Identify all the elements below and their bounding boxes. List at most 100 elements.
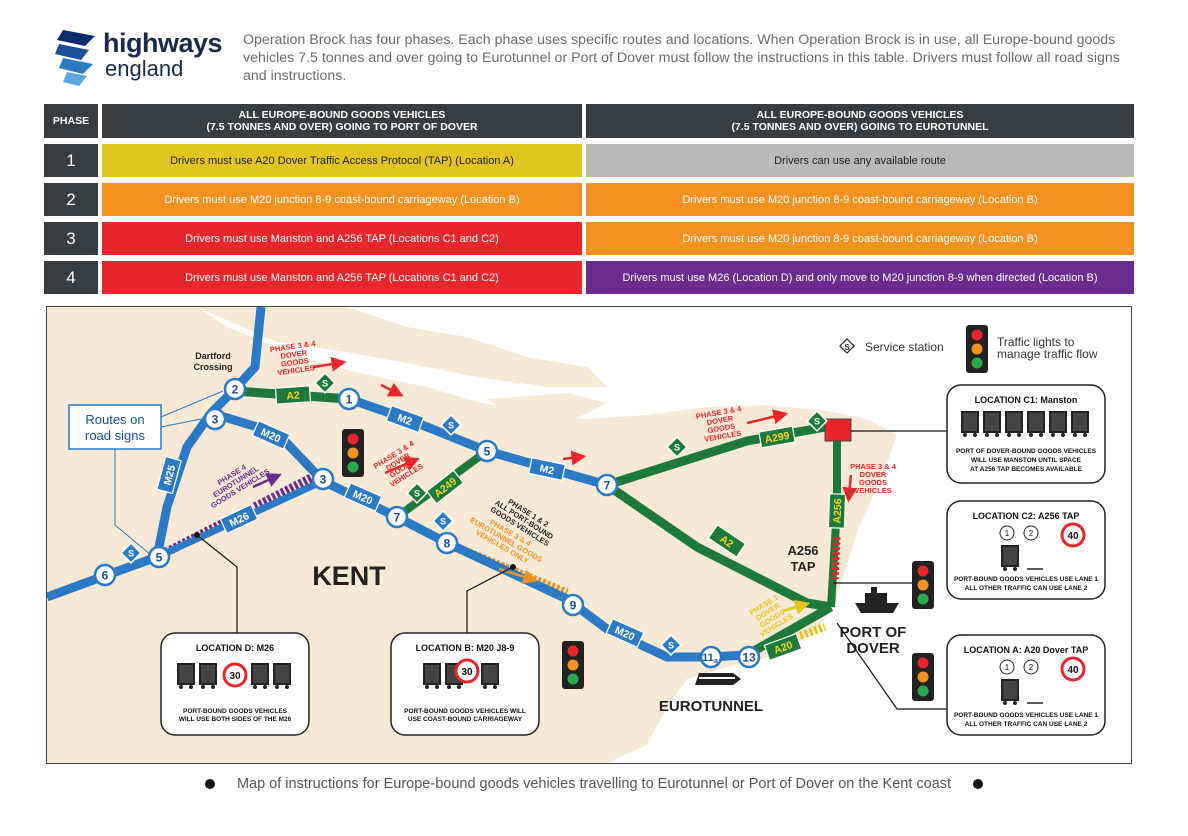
road-shield-a20: A20 <box>763 632 803 662</box>
svg-text:S: S <box>322 379 328 389</box>
speed-limit-value: 40 <box>1067 531 1079 542</box>
kent-label: KENT <box>312 561 386 591</box>
logo-icon <box>55 30 95 86</box>
svg-text:S: S <box>128 549 134 559</box>
junction-j13: 13 <box>737 645 761 669</box>
caption-text: Map of instructions for Europe-bound goo… <box>236 776 952 792</box>
phase-header: PHASE <box>44 104 98 138</box>
dover-instruction: Drivers must use A20 Dover Traffic Acces… <box>102 144 582 177</box>
junction-j1: 1 <box>337 387 361 411</box>
train-icon <box>695 673 741 685</box>
junction-j5-m2: 5 <box>475 439 499 463</box>
routes-box-line2: road signs <box>85 428 145 443</box>
dartford-label-line1: Dartford <box>195 351 231 361</box>
brand-name-line2: england <box>105 56 184 81</box>
junction-j3-m25: 3 <box>203 407 227 431</box>
service-station-icon: S <box>406 482 428 504</box>
dover-header-line2: (7.5 TONNES AND OVER) GOING TO PORT OF D… <box>206 121 478 133</box>
location-title: LOCATION C1: Manston <box>975 395 1078 405</box>
eurotunnel-instruction: Drivers can use any available route <box>586 144 1134 177</box>
service-station-label: Service station <box>865 340 944 354</box>
light-legend-icon <box>966 325 988 373</box>
location-note: PORT OF DOVER-BOUND GOODS VEHICLES <box>956 448 1097 455</box>
lane-number: 2 <box>1029 529 1034 538</box>
junction-number: 8 <box>444 537 451 551</box>
dover-header: ALL EUROPE-BOUND GOODS VEHICLES (7.5 TON… <box>102 104 582 138</box>
caption-bullet-left <box>204 779 215 790</box>
location-note: PORT-BOUND GOODS VEHICLES WILL <box>404 708 526 715</box>
road-shield-m20-c: M20 <box>605 617 645 649</box>
sheppey-island <box>487 393 607 419</box>
annotation-line: PHASE 3 & 4 <box>850 462 897 471</box>
road-label-text: A299 <box>764 430 791 446</box>
annotation-line: VEHICLES <box>854 486 892 495</box>
map-caption: Map of instructions for Europe-bound goo… <box>0 776 1188 792</box>
table-row: 2 Drivers must use M20 junction 8-9 coast… <box>44 183 1134 216</box>
dover-instruction: Drivers must use Manston and A256 TAP (L… <box>102 222 582 255</box>
location-note: ALL OTHER TRAFFIC CAN USE LANE 2 <box>965 721 1088 728</box>
location-note: AT A256 TAP BECOMES AVAILABLE <box>970 466 1083 473</box>
location-title: LOCATION A: A20 Dover TAP <box>964 645 1089 655</box>
junction-number: 7 <box>394 511 401 525</box>
phase-number: 3 <box>44 222 98 255</box>
light-a256-icon <box>912 561 934 609</box>
manston-site <box>824 418 852 442</box>
service-station-icon: S <box>314 372 336 394</box>
a256-tap-band <box>831 536 841 580</box>
road-shield-a299: A299 <box>758 425 796 449</box>
svg-text:S: S <box>440 517 446 527</box>
routes-box-line1: Routes on <box>85 412 144 427</box>
lane-number: 1 <box>1005 529 1010 538</box>
annotation-line: DOVER <box>860 470 887 479</box>
junction-number: 5 <box>156 551 163 565</box>
annotation-line: GOODS <box>859 478 887 487</box>
phase-number: 2 <box>44 183 98 216</box>
location-note: USE COAST-BOUND CARRIAGEWAY <box>408 716 523 723</box>
svg-text:S: S <box>668 641 674 651</box>
junction-j5-m25: 5 <box>147 545 171 569</box>
service-station-icon: S <box>432 510 454 532</box>
light-m20-j9-icon <box>562 641 584 689</box>
junction-j8: 8 <box>435 531 459 555</box>
junction-number: 5 <box>484 445 491 459</box>
eurotunnel-instruction: Drivers must use M20 junction 8-9 coast-… <box>586 183 1134 216</box>
dartford-label-line2: Crossing <box>193 362 232 372</box>
road-label-text: A2 <box>286 390 300 403</box>
junction-subscript: a <box>714 658 718 665</box>
traffic-lights-label-line1: Traffic lights to <box>997 335 1075 349</box>
junction-number: 3 <box>320 473 327 487</box>
eurotunnel-header-line2: (7.5 TONNES AND OVER) GOING TO EUROTUNNE… <box>731 121 989 133</box>
junction-number: 11 <box>702 652 714 664</box>
location-note: PORT-BOUND GOODS VEHICLES USE LANE 1 <box>954 576 1098 583</box>
speed-limit-value: 30 <box>461 667 473 678</box>
junction-number: 13 <box>742 651 756 665</box>
light-m20-j3-icon <box>342 429 364 477</box>
road-shield-a2-west: A2 <box>274 385 312 405</box>
road-shield-a256: A256 <box>827 493 847 529</box>
m25-road <box>47 307 266 602</box>
lane-number: 1 <box>1005 663 1010 672</box>
a299-road <box>605 420 838 490</box>
junction-j9: 9 <box>561 593 585 617</box>
junction-j3-m20: 3 <box>311 467 335 491</box>
port-of-dover-line1: PORT OF <box>840 624 907 641</box>
eurotunnel-header: ALL EUROPE-BOUND GOODS VEHICLES (7.5 TON… <box>586 104 1134 138</box>
dover-instruction: Drivers must use Manston and A256 TAP (L… <box>102 261 582 294</box>
junction-j6: 6 <box>93 563 117 587</box>
service-station-icon: S <box>440 414 462 436</box>
location-d-dot <box>194 532 200 538</box>
location-note: WILL USE BOTH SIDES OF THE M26 <box>179 716 292 723</box>
annotation-line: GOODS <box>280 356 309 369</box>
service-station-icon: S <box>666 436 688 458</box>
routes-box-connector <box>114 390 224 556</box>
traffic-lights <box>342 325 988 701</box>
